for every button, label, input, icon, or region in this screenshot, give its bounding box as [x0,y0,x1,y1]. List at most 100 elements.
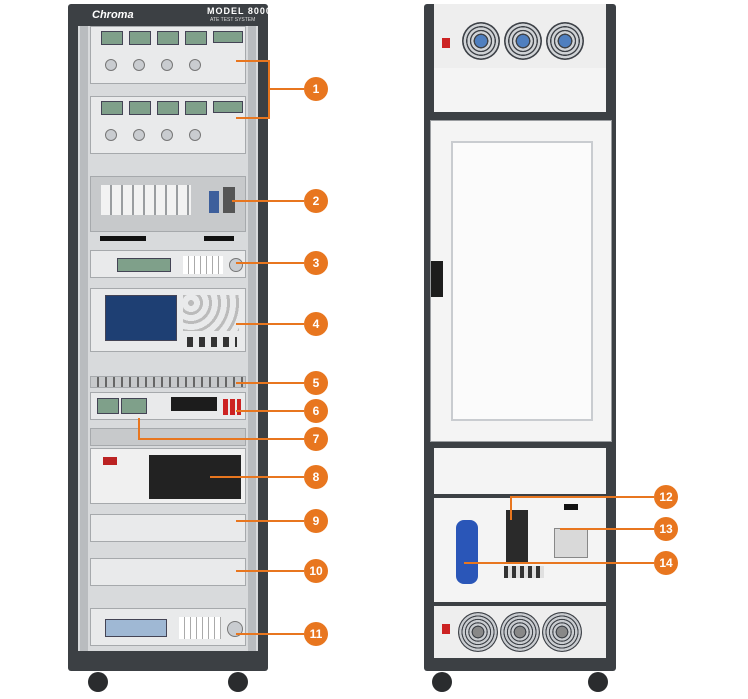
mainframe-display [213,31,243,43]
load-knob[interactable] [105,59,117,71]
callout-line [268,88,304,90]
power-switch[interactable] [442,624,450,634]
callout-line [236,117,270,119]
control-display [105,619,167,637]
relay-cards [101,185,191,215]
mainframe-display [213,101,243,113]
callout-line [236,60,270,62]
rear-blank-panel [434,448,606,494]
control-keypad[interactable] [179,617,221,639]
power-inlet[interactable] [456,520,478,584]
callout-line [236,570,304,572]
callout-4: 4 [304,312,328,336]
pc-logo [103,457,117,465]
oscilloscope [90,288,246,352]
power-switch[interactable] [442,38,450,48]
blank-strip [100,236,146,241]
source-display [121,398,147,414]
instrument-9 [90,514,246,542]
callout-3: 3 [304,251,328,275]
source-display [97,398,119,414]
callout-line [138,418,140,440]
callout-line [236,520,304,522]
load-display [185,31,207,45]
callout-6: 6 [304,399,328,423]
circuit-breaker[interactable] [506,510,528,562]
callout-line [232,200,304,202]
blank-strip [204,236,234,241]
fan-icon [458,612,498,652]
fan-icon [546,22,584,60]
load-display [157,31,179,45]
connector-strip [90,376,246,388]
io-connector [209,191,219,213]
callout-line [560,528,654,530]
load-knob[interactable] [161,129,173,141]
rear-vent-panel [434,68,606,112]
callout-line [236,382,304,384]
load-display [101,101,123,115]
load-display [157,101,179,115]
io-connector [223,187,235,213]
load-knob[interactable] [161,59,173,71]
blank-panel [90,428,246,446]
meter-display [117,258,171,272]
keypad[interactable] [183,256,223,274]
callout-10: 10 [304,559,328,583]
power-meter [90,250,246,278]
load-display [129,31,151,45]
callout-1: 1 [304,77,328,101]
callout-line [236,410,304,412]
load-modules-row-b [90,96,246,154]
terminal-block [504,566,544,578]
probe-inputs[interactable] [187,337,237,347]
meter-knob[interactable] [229,258,243,272]
callout-line [464,562,654,564]
load-display [129,101,151,115]
dmm-and-source [90,392,246,420]
scope-screen [105,295,177,341]
callout-13: 13 [654,517,678,541]
rear-distribution-panel [434,498,606,602]
callout-line [510,496,654,498]
load-knob[interactable] [189,129,201,141]
callout-line [236,323,304,325]
brand-logo: Chroma [92,9,134,21]
fan-icon [462,22,500,60]
fan-icon [500,612,540,652]
callout-9: 9 [304,509,328,533]
door-handle[interactable] [431,261,443,297]
industrial-pc [90,448,246,504]
model-label: MODEL 8000 [207,6,272,16]
callout-line [138,438,304,440]
callout-7: 7 [304,427,328,451]
door-window [451,141,593,421]
switch-module [90,176,246,241]
breaker-label [564,504,578,510]
fan-icon [504,22,542,60]
callout-11: 11 [304,622,328,646]
callout-14: 14 [654,551,678,575]
load-knob[interactable] [133,129,145,141]
load-display [101,31,123,45]
callout-line [210,476,304,478]
dmm-display [171,397,217,411]
left-rail [80,26,88,651]
load-knob[interactable] [189,59,201,71]
callout-5: 5 [304,371,328,395]
fan-icon [542,612,582,652]
scope-controls[interactable] [183,295,239,331]
caster-wheel [88,672,108,692]
callout-2: 2 [304,189,328,213]
callout-line [510,496,512,520]
caster-wheel [228,672,248,692]
right-rail [248,26,256,651]
load-modules-row-a [90,26,246,84]
rear-door [430,120,612,442]
caster-wheel [432,672,452,692]
load-knob[interactable] [105,129,117,141]
instrument-10 [90,558,246,586]
load-knob[interactable] [133,59,145,71]
dmm-terminals[interactable] [223,399,241,415]
model-subtitle: ATE TEST SYSTEM [210,17,256,23]
